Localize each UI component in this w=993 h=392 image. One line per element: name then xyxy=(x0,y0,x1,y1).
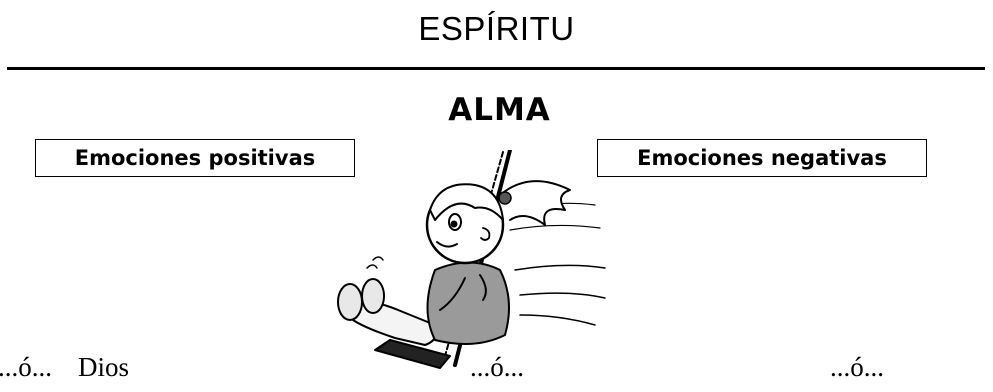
negative-emotions-box: Emociones negativas xyxy=(597,139,927,177)
swing-seat xyxy=(374,339,451,369)
soul-title: ALMA xyxy=(448,92,551,128)
positive-emotions-label: Emociones positivas xyxy=(74,146,316,170)
bottom-fragment-2: Dios xyxy=(78,352,130,382)
positive-emotions-box: Emociones positivas xyxy=(35,139,355,177)
bottom-fragment-1: ...ó... xyxy=(0,352,52,382)
bottom-text-line: ...ó... Dios ...ó... ...ó... xyxy=(0,352,993,392)
girl-on-swing-icon xyxy=(315,148,615,384)
spirit-title: ESPÍRITU xyxy=(418,10,575,47)
bottom-fragment-4: ...ó... xyxy=(830,352,884,382)
bottom-fragment-3: ...ó... xyxy=(470,352,524,382)
negative-emotions-label: Emociones negativas xyxy=(637,146,887,170)
horizontal-divider xyxy=(7,67,985,70)
